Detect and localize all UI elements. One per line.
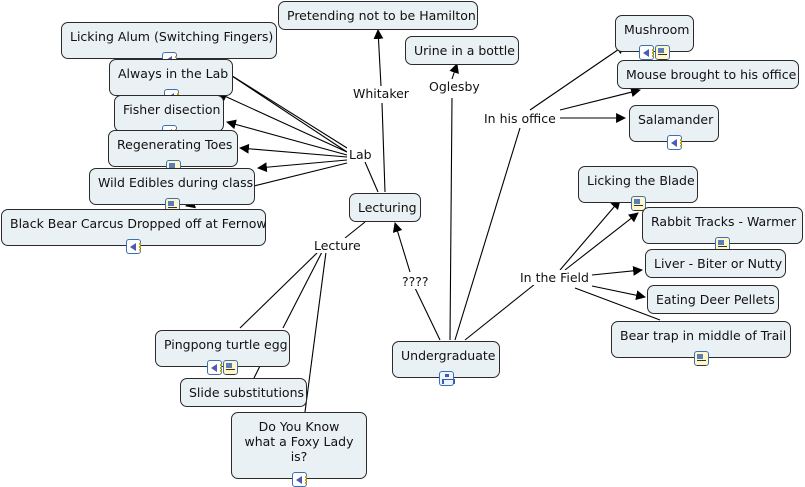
concept-undergraduate[interactable]: Undergraduate	[392, 341, 500, 386]
image-icon[interactable]	[655, 45, 670, 60]
concept-label: Do You Know what a Foxy Lady is?	[244, 419, 354, 464]
concept-label: Regenerating Toes	[117, 137, 233, 152]
concept-label: Wild Edibles during class	[98, 175, 254, 190]
edge	[529, 44, 626, 111]
edge	[392, 222, 411, 273]
concept-deer-pellets[interactable]: Eating Deer Pellets	[647, 285, 779, 314]
edge	[454, 127, 521, 341]
image-icon[interactable]	[630, 196, 646, 211]
edge	[574, 287, 661, 321]
edge	[253, 162, 348, 187]
concept-label: Licking Alum (Switching Fingers)	[70, 29, 274, 44]
audio-icon[interactable]	[666, 135, 682, 150]
concept-fisher-disection[interactable]: Fisher disection	[114, 95, 224, 140]
concept-black-bear-carcus[interactable]: Black Bear Carcus Dropped off at Fernow	[1, 209, 267, 254]
concept-label: Undergraduate	[401, 348, 496, 363]
edge	[414, 287, 441, 341]
image-icon[interactable]	[693, 351, 709, 366]
edge	[304, 251, 327, 413]
link-phrase-in-the-field: In the Field	[518, 270, 591, 285]
edge	[231, 75, 348, 153]
edge	[381, 102, 386, 193]
concept-regenerating-toes[interactable]: Regenerating Toes	[108, 130, 238, 175]
link-phrase-in-his-office: In his office	[482, 111, 558, 126]
concept-rabbit-tracks[interactable]: Rabbit Tracks - Warmer	[642, 207, 803, 252]
image-icon[interactable]	[223, 360, 238, 375]
link-phrase-lecture: Lecture	[312, 238, 363, 253]
edge	[559, 199, 621, 271]
concept-label: Black Bear Carcus Dropped off at Fernow	[10, 216, 267, 231]
edge	[257, 159, 348, 173]
edge	[239, 251, 319, 329]
concept-slide-substitutions[interactable]: Slide substitutions	[180, 378, 307, 407]
concept-label: Rabbit Tracks - Warmer	[651, 214, 797, 229]
edge	[217, 92, 348, 153]
link-phrase-whitaker: Whitaker	[351, 86, 411, 101]
concept-urine-bottle[interactable]: Urine in a bottle	[405, 36, 519, 65]
edge	[226, 119, 348, 156]
edge	[239, 143, 348, 158]
edge	[373, 29, 384, 87]
connection-lines	[185, 29, 661, 413]
concept-label: Mouse brought to his office	[626, 67, 797, 82]
concept-label: Fisher disection	[123, 102, 221, 117]
concept-pretending-not-hamilton[interactable]: Pretending not to be Hamilton	[278, 1, 478, 30]
edge	[591, 265, 643, 276]
concept-label: Salamander	[638, 112, 714, 127]
concept-bear-trap[interactable]: Bear trap in middle of Trail	[611, 321, 791, 366]
concept-foxy-lady[interactable]: Do You Know what a Foxy Lady is?	[231, 412, 367, 487]
concept-label: Pingpong turtle egg	[164, 337, 288, 352]
link-phrase-lab: Lab	[347, 147, 374, 162]
concept-liver[interactable]: Liver - Biter or Nutty	[645, 249, 786, 278]
edge	[344, 221, 366, 239]
concept-label: Eating Deer Pellets	[656, 292, 775, 307]
concept-wild-edibles[interactable]: Wild Edibles during class	[89, 168, 255, 213]
concept-mouse-office[interactable]: Mouse brought to his office	[617, 60, 799, 89]
audio-icon[interactable]	[291, 472, 307, 487]
concept-lecturing[interactable]: Lecturing	[349, 193, 421, 222]
concept-label: Mushroom	[624, 22, 690, 37]
edge	[559, 87, 641, 111]
concept-label: Always in the Lab	[118, 66, 229, 81]
link-phrase-oglesby: Oglesby	[427, 79, 482, 94]
edge	[282, 251, 323, 329]
audio-icon[interactable]	[207, 360, 222, 375]
audio-icon[interactable]	[639, 45, 654, 60]
link-phrase-question: ????	[400, 274, 431, 289]
submap-icon[interactable]	[438, 371, 455, 386]
concept-mushroom[interactable]: Mushroom	[615, 15, 694, 60]
concept-pingpong-turtle-egg[interactable]: Pingpong turtle egg	[155, 330, 290, 375]
edge	[564, 212, 639, 271]
concept-label: Licking the Blade	[587, 173, 695, 188]
concept-label: Liver - Biter or Nutty	[654, 256, 783, 271]
concept-label: Pretending not to be Hamilton	[287, 8, 476, 23]
concept-label: Bear trap in middle of Trail	[620, 328, 787, 343]
edge	[364, 161, 379, 193]
concept-label: Lecturing	[358, 200, 417, 215]
concept-always-in-lab[interactable]: Always in the Lab	[109, 59, 233, 104]
concept-licking-blade[interactable]: Licking the Blade	[578, 166, 698, 211]
concept-licking-alum[interactable]: Licking Alum (Switching Fingers)	[61, 22, 277, 67]
edge	[591, 285, 646, 301]
edge	[464, 283, 536, 341]
concept-salamander[interactable]: Salamander	[629, 105, 719, 150]
audio-icon[interactable]	[126, 239, 141, 254]
concept-label: Urine in a bottle	[414, 43, 515, 58]
edge	[449, 97, 453, 341]
concept-label: Slide substitutions	[189, 385, 305, 400]
